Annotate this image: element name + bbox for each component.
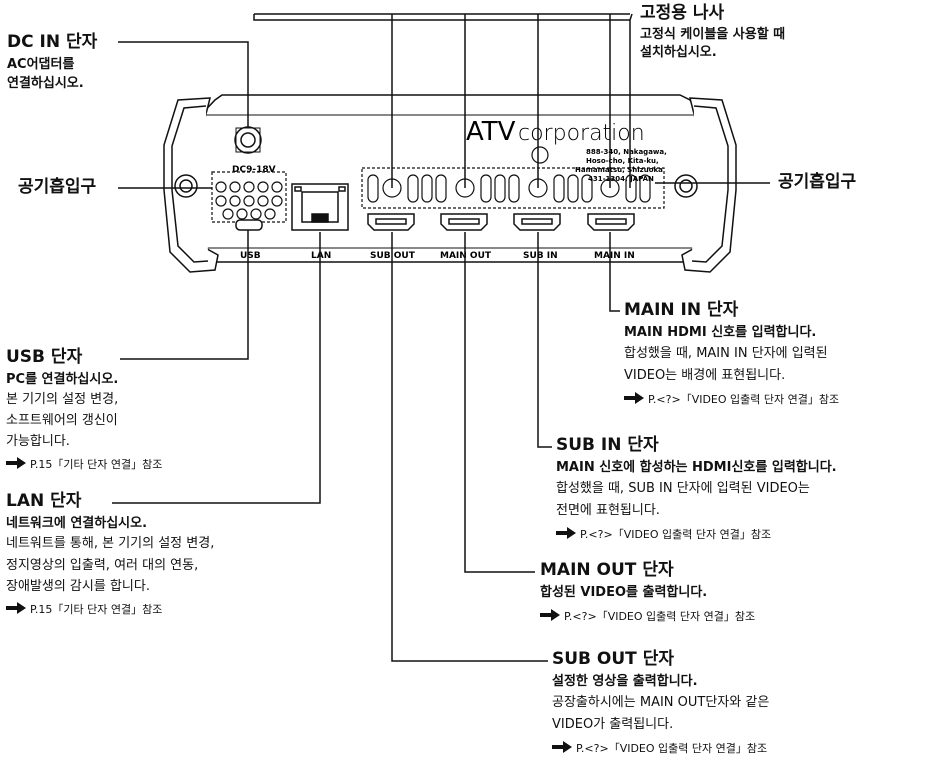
port-label-main-in: MAIN IN	[594, 251, 635, 261]
address-line: 888-340, Nakagawa,	[586, 148, 667, 156]
lan-line: 네트워트를 통해, 본 기기의 설정 변경,	[6, 536, 215, 551]
dc-in-title: DC IN 단자	[7, 32, 98, 52]
arrow-right-icon	[552, 741, 572, 753]
screw-line: 설치하십시오.	[640, 45, 717, 60]
main-in-subtitle: MAIN HDMI 신호를 입력합니다.	[624, 325, 817, 340]
leader-sub-out	[391, 232, 548, 662]
dc-jack	[234, 126, 262, 154]
sub-in-line: 합성했을 때, SUB IN 단자에 입력된 VIDEO는	[556, 481, 810, 496]
main-out-ref-text: P.<?>「VIDEO 입출력 단자 연결」참조	[564, 610, 756, 623]
leader-usb	[120, 230, 249, 360]
leader-main-in	[609, 232, 620, 312]
address-line: Hamamatsu, Shizuoka	[575, 166, 663, 174]
usb-label: USB	[240, 251, 261, 261]
sub-out-line: VIDEO가 출력됩니다.	[552, 717, 674, 732]
usb-line: 소프트웨어의 갱신이	[6, 413, 118, 428]
address-line: Hoso-cho, Kita-ku,	[586, 157, 659, 165]
hdmi-ports	[367, 213, 635, 231]
usb-title: USB 단자	[6, 347, 83, 367]
lan-subtitle: 네트워크에 연결하십시오.	[6, 516, 148, 531]
arrow-right-icon	[6, 602, 26, 614]
leader-lines	[112, 13, 770, 662]
brand-logo: ATV	[466, 117, 516, 147]
leader-sub-in	[537, 232, 552, 448]
dc-in-line: AC어댑터를	[7, 57, 75, 72]
main-in-line: 합성했을 때, MAIN IN 단자에 입력된	[624, 346, 828, 361]
port-label-sub-in: SUB IN	[523, 251, 558, 261]
lan-ref-text: P.15「기타 단자 연결」참조	[30, 603, 163, 616]
screw-title: 고정용 나사	[640, 3, 725, 23]
main-out-ref: P.<?>「VIDEO 입출력 단자 연결」참조	[540, 609, 755, 624]
usb-line: 가능합니다.	[6, 434, 70, 449]
right-vent	[361, 167, 665, 209]
sub-in-subtitle: MAIN 신호에 합성하는 HDMI신호를 입력합니다.	[556, 460, 837, 475]
leader-lan	[112, 232, 321, 504]
vent-right-title: 공기흡입구	[778, 172, 857, 192]
usb-port	[235, 219, 263, 231]
sub-out-ref-text: P.<?>「VIDEO 입출력 단자 연결」참조	[576, 742, 768, 755]
left-bumper	[163, 97, 219, 273]
arrow-right-icon	[624, 392, 644, 404]
sub-out-line: 공장출하시에는 MAIN OUT단자와 같은	[552, 695, 770, 710]
port-label-main-out: MAIN OUT	[440, 251, 492, 261]
usb-ref-text: P.15「기타 단자 연결」참조	[30, 458, 163, 471]
lan-title: LAN 단자	[6, 491, 82, 511]
lan-ref: P.15「기타 단자 연결」참조	[6, 602, 162, 617]
main-in-ref: P.<?>「VIDEO 입출력 단자 연결」참조	[624, 392, 839, 407]
dc-in-line: 연결하십시오.	[7, 76, 84, 91]
right-bumper	[674, 97, 737, 273]
main-out-subtitle: 합성된 VIDEO를 출력합니다.	[540, 585, 708, 600]
usb-subtitle: PC를 연결하십시오.	[6, 372, 119, 387]
sub-out-subtitle: 설정한 영상을 출력합니다.	[552, 674, 698, 689]
vent-left-title: 공기흡입구	[18, 177, 97, 197]
lan-port	[291, 183, 349, 231]
sub-in-ref-text: P.<?>「VIDEO 입출력 단자 연결」참조	[580, 528, 772, 541]
address-line: 431-1304, JAPAN	[588, 175, 654, 183]
left-vent	[211, 171, 287, 223]
sub-out-ref: P.<?>「VIDEO 입출력 단자 연결」참조	[552, 741, 767, 756]
screw-line: 고정식 케이블을 사용할 때	[640, 27, 786, 42]
sub-in-title: SUB IN 단자	[556, 435, 659, 455]
lan-label: LAN	[311, 251, 331, 261]
usb-ref: P.15「기타 단자 연결」참조	[6, 457, 162, 472]
brand-corporation: corporation	[518, 121, 645, 146]
leader-main-out	[464, 232, 535, 573]
arrow-right-icon	[6, 457, 26, 469]
usb-line: 본 기기의 설정 변경,	[6, 392, 119, 407]
sub-in-line: 전면에 표현됩니다.	[556, 503, 660, 518]
dc-label: DC9-18V	[232, 165, 276, 175]
main-in-ref-text: P.<?>「VIDEO 입출력 단자 연결」참조	[648, 393, 840, 406]
top-screw	[531, 146, 549, 164]
sub-out-title: SUB OUT 단자	[552, 649, 674, 669]
leader-dc-in	[118, 41, 249, 128]
sub-in-ref: P.<?>「VIDEO 입출력 단자 연결」참조	[556, 527, 771, 542]
arrow-right-icon	[540, 609, 560, 621]
arrow-right-icon	[556, 527, 576, 539]
main-out-title: MAIN OUT 단자	[540, 560, 674, 580]
leader-screw	[253, 13, 633, 188]
port-label-sub-out: SUB OUT	[370, 251, 416, 261]
main-in-line: VIDEO는 배경에 표현됩니다.	[624, 368, 786, 383]
lan-line: 장애발생의 감시를 합니다.	[6, 579, 150, 594]
lan-line: 정지영상의 입출력, 여러 대의 연동,	[6, 558, 199, 573]
main-in-title: MAIN IN 단자	[624, 300, 739, 320]
